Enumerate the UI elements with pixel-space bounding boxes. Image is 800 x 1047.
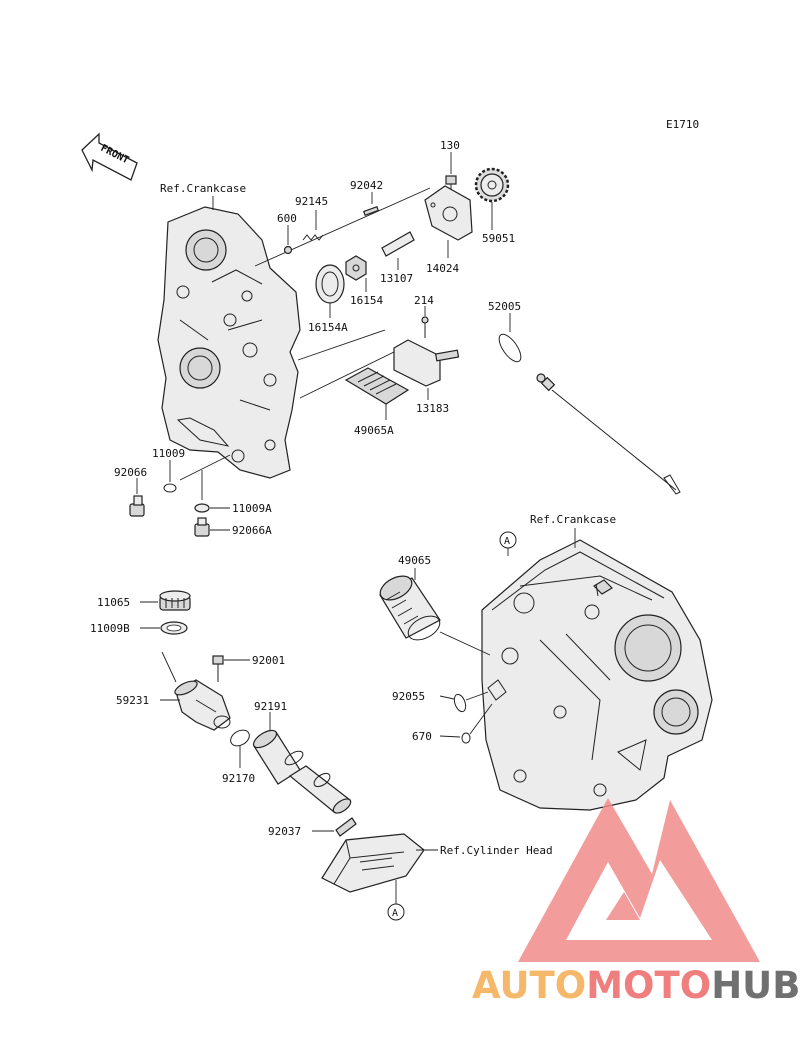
label-670: 670 bbox=[412, 730, 432, 743]
label-59051: 59051 bbox=[482, 232, 515, 245]
part-92066A-bolt: 92066A bbox=[194, 517, 272, 537]
label-130: 130 bbox=[440, 139, 460, 152]
label-11009: 11009 bbox=[152, 447, 185, 460]
part-49065A-strainer: 49065A bbox=[344, 367, 410, 437]
part-600: 600 bbox=[277, 212, 297, 255]
label-92042: 92042 bbox=[350, 179, 383, 192]
label-92170: 92170 bbox=[222, 772, 255, 785]
cylinder-head-segment: Ref.Cylinder Head A bbox=[321, 833, 553, 921]
crankcase-cover-left: Ref.Crankcase bbox=[157, 182, 301, 479]
label-52005: 52005 bbox=[488, 300, 521, 313]
part-92042-pin: 92042 bbox=[350, 179, 383, 217]
crankcase-right: Ref.Crankcase A bbox=[481, 513, 713, 811]
part-92145-spring: 92145 bbox=[295, 195, 328, 241]
label-11009A: 11009A bbox=[232, 502, 272, 515]
label-11065: 11065 bbox=[97, 596, 130, 609]
part-130-bolt: 130 bbox=[440, 139, 460, 196]
watermark-auto: AUTO bbox=[472, 964, 586, 1007]
label-600: 600 bbox=[277, 212, 297, 225]
part-13107-shaft: 13107 bbox=[380, 231, 415, 285]
marker-a-bottom-label: A bbox=[392, 908, 398, 919]
part-11009A-washer: 11009A bbox=[194, 502, 272, 515]
part-92037-pin: 92037 bbox=[268, 817, 357, 838]
label-92055: 92055 bbox=[392, 690, 425, 703]
ref-crankcase-right-label: Ref.Crankcase bbox=[530, 513, 616, 526]
part-16154A-outer-rotor: 16154A bbox=[308, 264, 348, 334]
watermark-moto: MOTO bbox=[586, 964, 711, 1007]
part-11065-filler-cap: 11065 bbox=[97, 590, 191, 611]
part-92066-drain-bolt: 92066 bbox=[114, 466, 147, 517]
diagram-code: E1710 bbox=[666, 118, 699, 131]
label-49065A: 49065A bbox=[354, 424, 394, 437]
part-52005-dipstick: 52005 bbox=[488, 300, 681, 495]
automotohub-logo bbox=[518, 798, 760, 962]
part-49065-oil-filter: 49065 bbox=[379, 554, 491, 656]
label-13107: 13107 bbox=[380, 272, 413, 285]
part-59231-filler-neck: 59231 bbox=[116, 651, 231, 731]
part-670-o-ring: 670 bbox=[412, 703, 493, 744]
label-11009B: 11009B bbox=[90, 622, 130, 635]
watermark-text: AUTOMOTOHUB bbox=[472, 964, 800, 1007]
label-13183: 13183 bbox=[416, 402, 449, 415]
ref-crankcase-top-label: Ref.Crankcase bbox=[160, 182, 246, 195]
label-16154: 16154 bbox=[350, 294, 383, 307]
label-14024: 14024 bbox=[426, 262, 459, 275]
label-16154A: 16154A bbox=[308, 321, 348, 334]
label-92066: 92066 bbox=[114, 466, 147, 479]
part-13183-plate: 13183 bbox=[393, 339, 460, 415]
part-92055-o-ring: 92055 bbox=[392, 679, 507, 713]
assembly-guide-lines bbox=[254, 187, 431, 399]
front-arrow-icon: FRONT bbox=[81, 132, 138, 181]
label-92066A: 92066A bbox=[232, 524, 272, 537]
filler-pipe bbox=[288, 765, 352, 814]
ref-cylinder-head-label: Ref.Cylinder Head bbox=[440, 844, 553, 857]
label-59231: 59231 bbox=[116, 694, 149, 707]
part-92170-clamp: 92170 bbox=[222, 729, 255, 785]
part-11009-washer: 11009 bbox=[152, 447, 185, 493]
part-92001-bolt: 92001 bbox=[212, 654, 285, 682]
part-214-screw: 214 bbox=[414, 294, 434, 338]
part-16154-inner-rotor: 16154 bbox=[345, 255, 383, 307]
label-92037: 92037 bbox=[268, 825, 301, 838]
part-14024-pump-cover: 14024 bbox=[424, 185, 473, 275]
watermark-hub: HUB bbox=[711, 964, 800, 1007]
marker-a-top-label: A bbox=[504, 536, 510, 547]
label-92001: 92001 bbox=[252, 654, 285, 667]
marker-a-bottom bbox=[387, 903, 405, 921]
label-49065: 49065 bbox=[398, 554, 431, 567]
label-92191: 92191 bbox=[254, 700, 287, 713]
part-59051-gear: 59051 bbox=[474, 167, 515, 245]
part-11009B-gasket: 11009B bbox=[90, 621, 188, 635]
label-92145: 92145 bbox=[295, 195, 328, 208]
label-214: 214 bbox=[414, 294, 434, 307]
